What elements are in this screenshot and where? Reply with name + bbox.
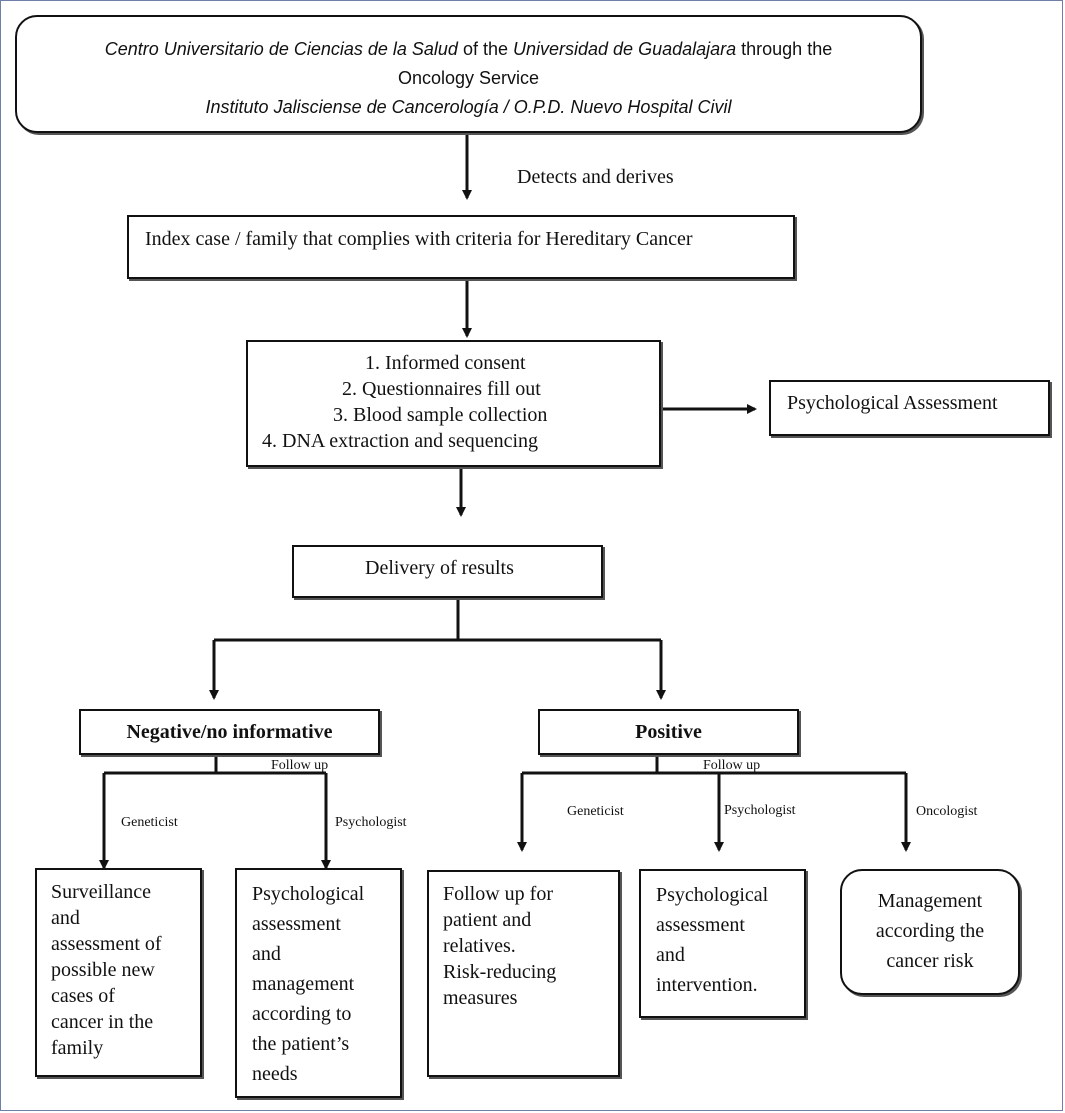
psych-assessment-text: Psychological Assessment <box>787 392 998 414</box>
negative-text: Negative/no informative <box>126 721 333 743</box>
follow-up-relatives-line: Risk-reducing <box>443 961 557 983</box>
role-geneticist-negative: Geneticist <box>121 815 178 830</box>
role-geneticist-positive: Geneticist <box>567 804 624 819</box>
institution-line-3: Instituto Jalisciense de Cancerología / … <box>205 97 732 117</box>
step-3: 3. Blood sample collection <box>333 404 548 426</box>
management-risk-box: Management according the cancer risk <box>840 869 1020 995</box>
positive-box: Positive <box>538 709 799 755</box>
psych-management-line: management <box>252 973 355 995</box>
follow-up-relatives-line: relatives. <box>443 935 516 957</box>
detects-label: Detects and derives <box>517 166 674 188</box>
institution-line-2: Oncology Service <box>397 68 540 88</box>
surveillance-line: and <box>51 907 80 929</box>
negative-box: Negative/no informative <box>79 709 380 755</box>
follow-up-relatives-line: Follow up for <box>443 883 553 905</box>
delivery-text: Delivery of results <box>365 557 514 579</box>
step-2: 2. Questionnaires fill out <box>342 378 541 400</box>
psych-intervention-line: assessment <box>656 914 745 936</box>
role-psychologist-positive: Psychologist <box>724 803 796 818</box>
surveillance-line: possible new <box>51 959 155 981</box>
management-risk-line: Management <box>877 890 983 912</box>
psych-management-line: Psychological <box>252 883 365 905</box>
step-4: 4. DNA extraction and sequencing <box>262 430 539 452</box>
index-case-text: Index case / family that complies with c… <box>145 228 693 250</box>
surveillance-line: family <box>51 1037 104 1059</box>
psych-intervention-line: intervention. <box>656 974 758 996</box>
index-case-box: Index case / family that complies with c… <box>127 215 795 279</box>
psych-management-line: according to <box>252 1003 352 1025</box>
follow-up-label-negative: Follow up <box>271 758 329 773</box>
follow-up-relatives-line: patient and <box>443 909 532 931</box>
role-psychologist-negative: Psychologist <box>335 815 407 830</box>
surveillance-line: cancer in the <box>51 1011 154 1033</box>
role-oncologist-positive: Oncologist <box>916 804 978 819</box>
psych-management-line: and <box>252 943 281 965</box>
steps-box: 1. Informed consent 2. Questionnaires fi… <box>246 340 661 467</box>
surveillance-line: assessment of <box>51 933 162 955</box>
psych-intervention-line: and <box>656 944 685 966</box>
psych-management-box: Psychological assessment and management … <box>235 868 402 1098</box>
management-risk-line: cancer risk <box>886 950 974 972</box>
delivery-box: Delivery of results <box>292 545 603 598</box>
surveillance-box: Surveillance and assessment of possible … <box>35 868 202 1077</box>
psych-management-line: the patient’s <box>252 1033 350 1055</box>
positive-text: Positive <box>635 721 702 743</box>
follow-up-relatives-line: measures <box>443 987 518 1009</box>
institution-line-1: Centro Universitario de Ciencias de la S… <box>104 39 833 59</box>
follow-up-label-positive: Follow up <box>703 758 761 773</box>
step-1: 1. Informed consent <box>365 352 526 374</box>
management-risk-line: according the <box>875 920 985 942</box>
psych-assessment-box: Psychological Assessment <box>769 380 1050 436</box>
psych-management-line: assessment <box>252 913 341 935</box>
psych-intervention-line: Psychological <box>656 884 769 906</box>
surveillance-line: Surveillance <box>51 881 151 903</box>
surveillance-line: cases of <box>51 985 115 1007</box>
psych-intervention-box: Psychological assessment and interventio… <box>639 869 806 1018</box>
institution-box: Centro Universitario de Ciencias de la S… <box>15 15 922 133</box>
psych-management-line: needs <box>252 1063 298 1085</box>
follow-up-relatives-box: Follow up for patient and relatives. Ris… <box>427 870 620 1077</box>
